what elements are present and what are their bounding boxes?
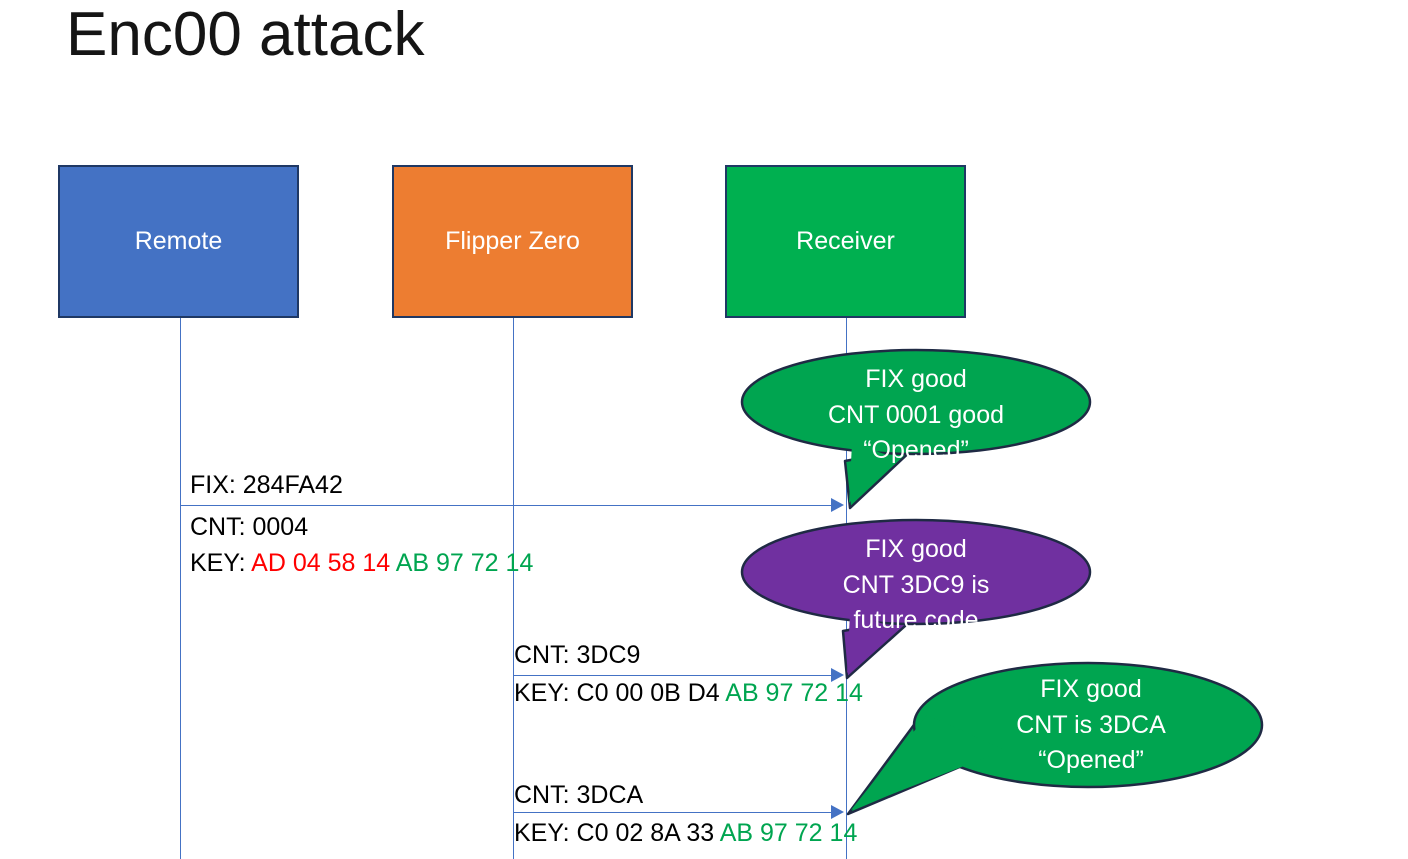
key-prefix-1: KEY: xyxy=(190,549,252,577)
actor-label-remote: Remote xyxy=(134,227,223,255)
key-second-half-3: AB 97 72 14 xyxy=(719,819,858,847)
callout-bubble-2: FIX good CNT 3DC9 is future code xyxy=(740,518,1092,680)
message-label-2-cnt: CNT: 3DC9 xyxy=(514,641,641,669)
arrowhead-icon-1 xyxy=(831,498,844,512)
arrowhead-icon-3 xyxy=(831,805,844,819)
key-first-half-3: C0 02 8A 33 xyxy=(576,819,720,847)
lifeline-flipper xyxy=(513,318,514,859)
message-arrow-2 xyxy=(513,675,834,676)
lifeline-remote xyxy=(180,318,181,859)
actor-box-remote[interactable]: Remote xyxy=(58,165,299,318)
actor-label-flipper: Flipper Zero xyxy=(445,227,580,255)
key-first-half-1: AD 04 58 14 xyxy=(251,549,396,577)
key-second-half-2: AB 97 72 14 xyxy=(725,679,863,707)
key-second-half-1: AB 97 72 14 xyxy=(395,549,534,577)
page-title: Enc00 attack xyxy=(66,0,425,69)
message-label-1-key: KEY: AD 04 58 14 AB 97 72 14 xyxy=(190,548,533,579)
actor-box-flipper[interactable]: Flipper Zero xyxy=(392,165,633,318)
message-label-1-cnt: CNT: 0004 xyxy=(190,513,309,541)
message-label-1-fix: FIX: 284FA42 xyxy=(190,471,343,499)
key-first-half-2: C0 00 0B D4 xyxy=(576,679,726,707)
key-prefix-2: KEY: xyxy=(514,679,577,707)
message-label-2-key: KEY: C0 00 0B D4 AB 97 72 14 xyxy=(514,678,863,709)
callout-bubble-1: FIX good CNT 0001 good “Opened” xyxy=(740,348,1092,510)
key-prefix-3: KEY: xyxy=(514,819,577,847)
actor-box-receiver[interactable]: Receiver xyxy=(725,165,966,318)
message-label-3-key: KEY: C0 02 8A 33 AB 97 72 14 xyxy=(514,818,857,849)
callout-bubble-3: FIX good CNT is 3DCA “Opened” xyxy=(845,660,1265,818)
actor-label-receiver: Receiver xyxy=(796,227,895,255)
arrowhead-icon-2 xyxy=(831,668,844,682)
message-arrow-3 xyxy=(513,812,834,813)
message-arrow-1 xyxy=(180,505,834,506)
message-label-3-cnt: CNT: 3DCA xyxy=(514,781,644,809)
